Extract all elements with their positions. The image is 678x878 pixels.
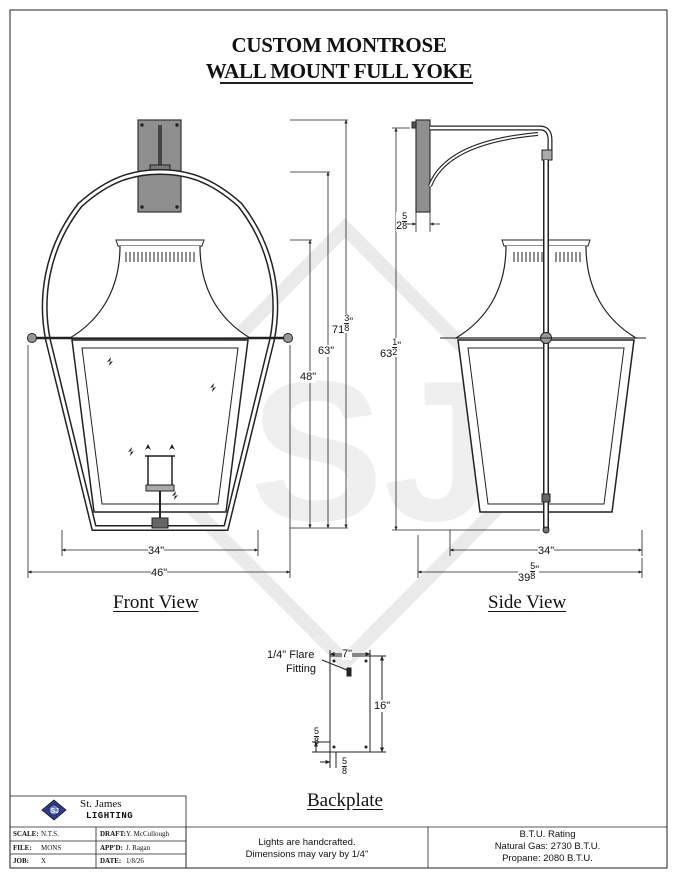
btu-propane: Propane: 2080 B.T.U. <box>502 853 593 864</box>
height-63-half-den: 2 <box>392 347 398 357</box>
arm-offset-num: 5 <box>402 211 408 221</box>
side-view-drawing <box>411 119 646 534</box>
backplate-width-dim: 7" <box>342 648 353 660</box>
height-63-half-whole: 63 <box>380 348 393 360</box>
drawing-title-line2: WALL MOUNT FULL YOKE <box>205 59 473 83</box>
side-backplate <box>415 119 431 213</box>
backplate-hole-vertical-dim: 5 8 <box>314 726 320 746</box>
flare-fitting-label-line1: 1/4" Flare <box>267 649 315 661</box>
scale-value: N.T.S. <box>41 830 59 838</box>
height-71-dim: 71 3 8" <box>332 313 354 336</box>
svg-text:SJ: SJ <box>250 340 495 563</box>
job-value: X <box>41 857 47 865</box>
handcrafted-note-line1: Lights are handcrafted. <box>258 837 356 848</box>
drawing-title-line1: CUSTOM MONTROSE <box>231 33 447 57</box>
title-underline <box>220 82 473 84</box>
height-63-half-dim: 63 1 2" <box>380 337 402 360</box>
backplate-hole-horizontal-dim: 5 8 <box>342 756 348 776</box>
height-71-whole: 71 <box>332 324 345 336</box>
flame-icon <box>107 357 216 500</box>
side-depth-den: 8 <box>530 571 536 581</box>
front-width-inner-dim: 34" <box>148 545 165 557</box>
btu-natural-gas: Natural Gas: 2730 B.T.U. <box>494 841 601 852</box>
side-view-label: Side View <box>488 592 567 613</box>
side-depth-dim: 39 5 8" <box>518 561 540 584</box>
title-block-frame <box>9 795 667 869</box>
handcrafted-note-line2: Dimensions may vary by 1/4" <box>245 849 369 860</box>
side-dimension-lines <box>392 127 643 578</box>
date-label: DATE: <box>100 857 122 865</box>
file-label: FILE: <box>13 844 32 852</box>
draft-value: Y. McCullough <box>126 830 170 838</box>
side-depth-num: 5 <box>530 561 536 571</box>
height-63-half-num: 1 <box>392 337 398 347</box>
front-vents <box>125 252 195 262</box>
backplate-hole-h-den: 8 <box>342 766 348 776</box>
front-width-outer-dim: 46" <box>151 567 168 579</box>
backplate-view-label: Backplate <box>307 790 383 811</box>
date-value: 1/8/26 <box>126 857 144 865</box>
appd-label: APP'D: <box>100 844 123 852</box>
file-value: MONS <box>41 844 62 852</box>
svg-text:SJ: SJ <box>51 808 60 815</box>
arm-offset-dim: 2 5 8 <box>396 211 408 232</box>
backplate-height-dim: 16" <box>374 700 391 712</box>
scale-label: SCALE: <box>13 830 39 838</box>
draft-label: DRAFT: <box>100 830 126 838</box>
height-63-dim: 63" <box>318 345 335 357</box>
side-depth-whole: 39 <box>518 572 531 584</box>
flare-fitting-label-line2: Fitting <box>286 663 316 675</box>
company-name-line2: LIGHTING <box>86 811 134 821</box>
sheet-border <box>9 9 668 869</box>
company-name-line1: St. James <box>80 798 122 810</box>
arm-offset-den: 8 <box>402 221 408 231</box>
height-71-num: 3 <box>344 313 350 323</box>
side-width-inner-dim: 34" <box>538 545 555 557</box>
arm-offset-whole: 2 <box>396 220 403 232</box>
backplate-hole-v-den: 8 <box>314 736 320 746</box>
front-view-drawing <box>27 119 293 531</box>
job-label: JOB: <box>13 857 29 865</box>
appd-value: J. Ragan <box>126 844 151 852</box>
backplate-hole-v-num: 5 <box>314 726 320 736</box>
btu-rating-title: B.T.U. Rating <box>519 829 576 840</box>
height-71-den: 8 <box>344 323 350 333</box>
backplate-hole-h-num: 5 <box>342 756 348 766</box>
front-view-label: Front View <box>113 592 199 613</box>
st-james-logo-icon: SJ <box>41 799 67 821</box>
height-48-dim: 48" <box>300 371 317 383</box>
